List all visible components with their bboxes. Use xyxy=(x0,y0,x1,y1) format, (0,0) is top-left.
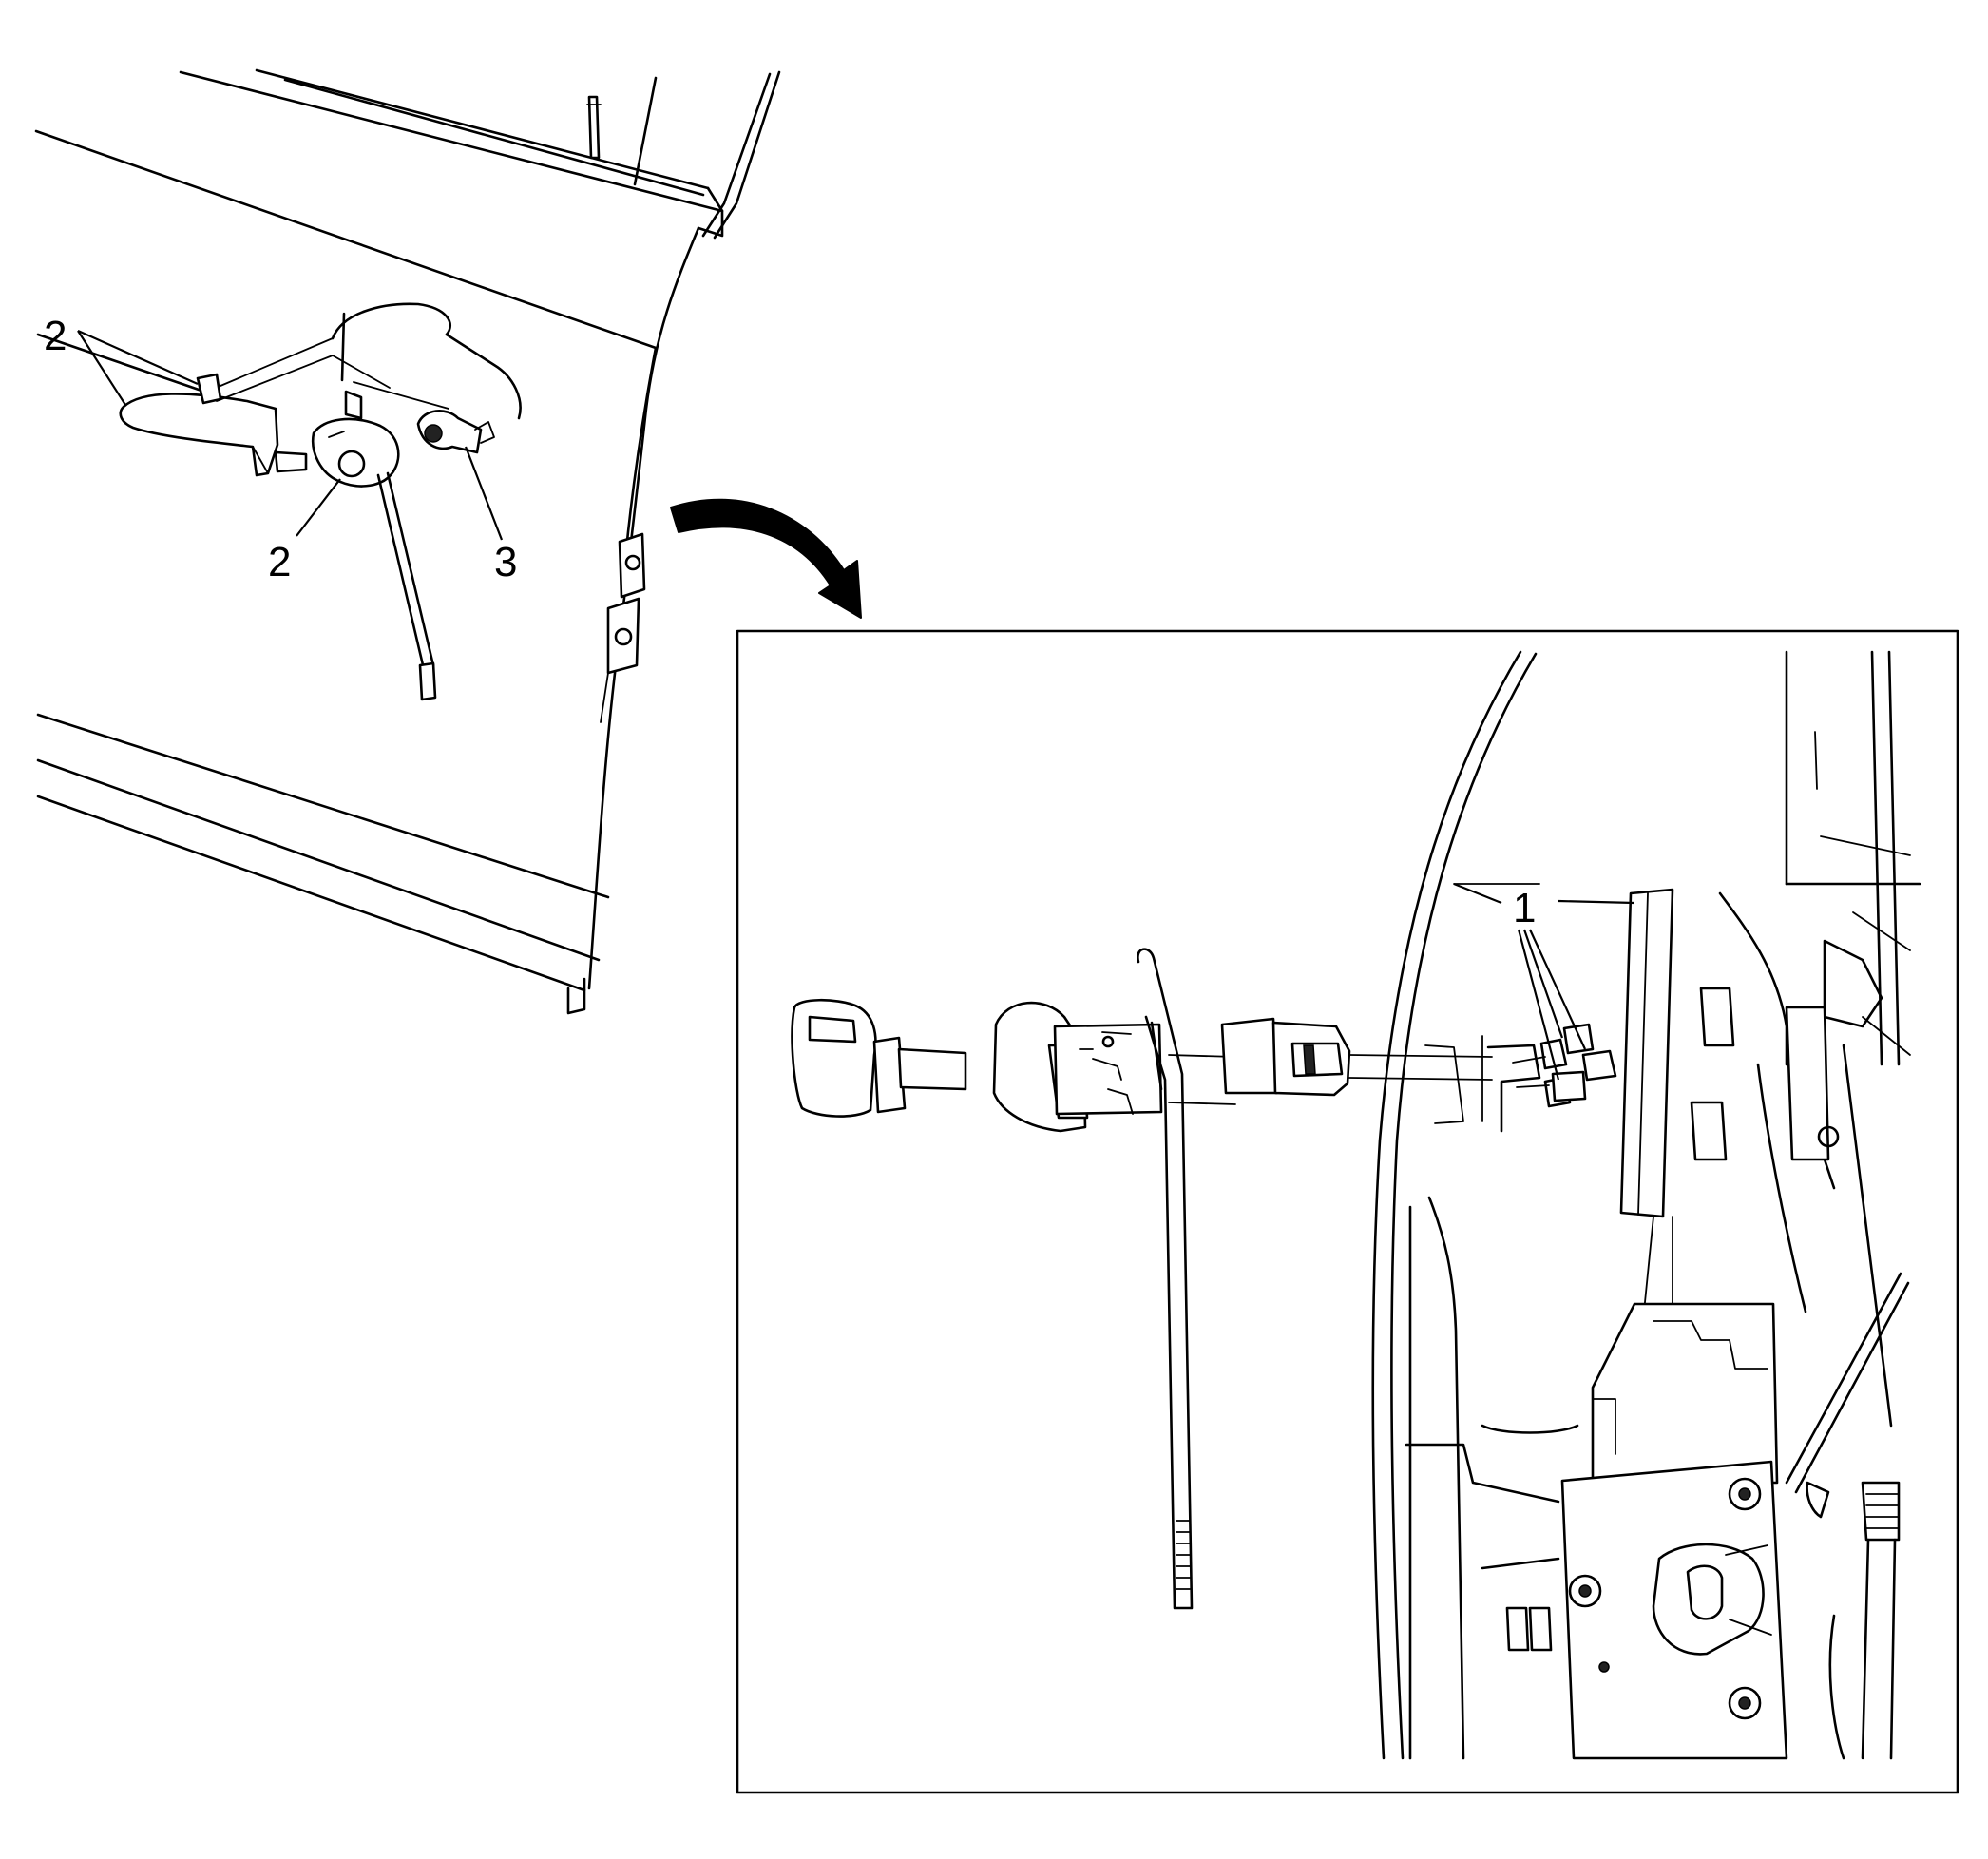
callout-2-handle: 2 xyxy=(44,313,67,359)
detail-lock-cylinder xyxy=(1220,1017,1493,1097)
leader-line xyxy=(77,330,126,406)
detail-inset-view: 1 xyxy=(736,629,1959,1794)
leader-line xyxy=(1517,929,1560,1081)
leader-line xyxy=(296,478,341,537)
leader-line xyxy=(464,446,504,541)
callout-3-lock-cylinder: 3 xyxy=(494,539,517,585)
callout-2-bezel: 2 xyxy=(268,539,291,585)
door-outer-panel xyxy=(34,68,781,1015)
leader-line xyxy=(1558,899,1635,905)
leader-line xyxy=(1529,929,1586,1050)
exterior-door-handle xyxy=(119,337,334,477)
leader-line xyxy=(1453,882,1502,905)
lock-cylinder xyxy=(416,410,495,454)
detail-frame xyxy=(736,629,1959,1794)
callout-1-bolts: 1 xyxy=(1513,885,1536,931)
handle-bezel xyxy=(311,417,437,701)
leader-line xyxy=(1522,929,1564,1039)
detail-handle-bezel xyxy=(992,948,1236,1610)
handle-frame xyxy=(331,302,522,420)
detail-bolts xyxy=(1424,1023,1617,1133)
curved-arrow-icon xyxy=(670,498,862,619)
leader-line xyxy=(77,329,199,386)
detail-exterior-handle xyxy=(791,998,967,1118)
